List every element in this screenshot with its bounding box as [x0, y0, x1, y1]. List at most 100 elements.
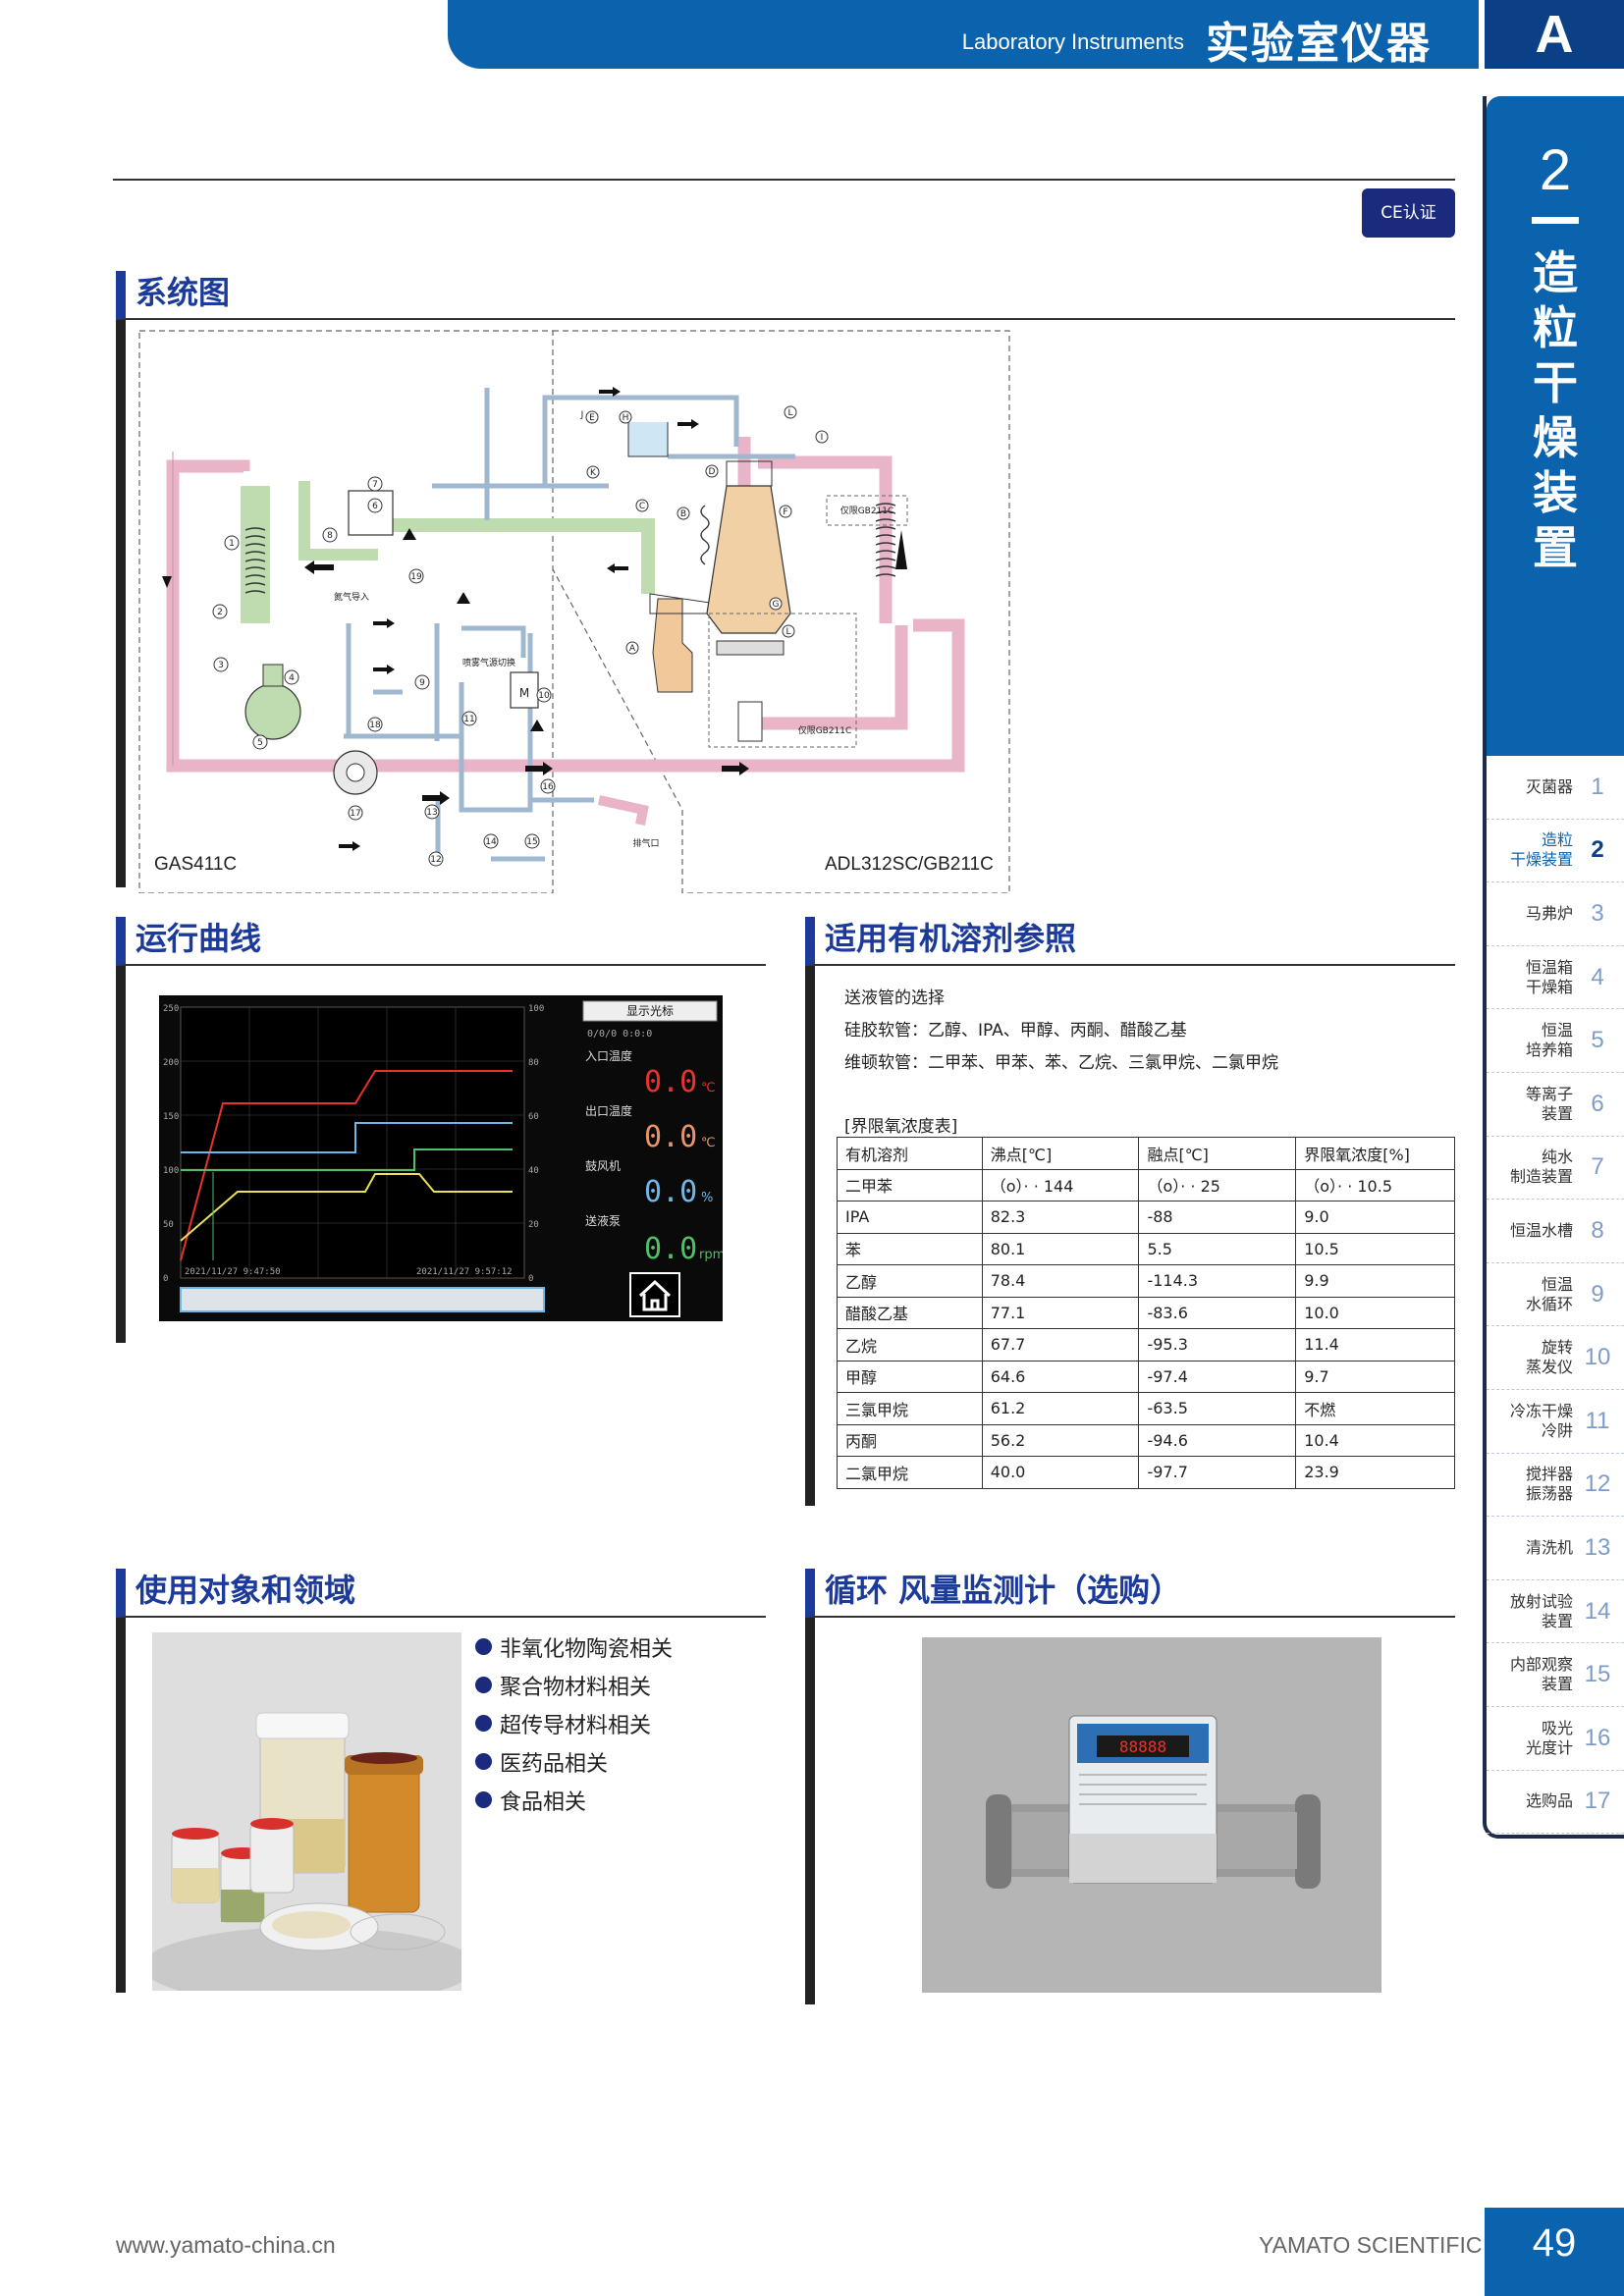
chapter-dash [1532, 217, 1579, 224]
gb-only-label: 仅限GB211C [798, 724, 852, 736]
table-cell: 醋酸乙基 [837, 1296, 983, 1329]
sidebar-item-3[interactable]: 马弗炉 3 [1487, 882, 1624, 946]
table-cell: 10.4 [1295, 1423, 1455, 1457]
node-label: 12 [430, 855, 441, 865]
node-label: 9 [419, 678, 425, 688]
header-category-en: Laboratory Instruments [961, 29, 1184, 54]
sidebar-item-label: 内部观察 装置 [1509, 1655, 1573, 1694]
node-label: 4 [289, 673, 295, 683]
table-header-cell: 有机溶剂 [837, 1137, 983, 1170]
table-header-cell: 沸点[℃] [981, 1137, 1140, 1170]
node-label: L [787, 408, 792, 418]
yellow-trend-line [180, 1173, 513, 1242]
bullet-icon [475, 1753, 492, 1770]
chapter-number: 2 [1539, 138, 1572, 202]
nitrogen-inlet-label: 氮气导入 [334, 591, 369, 603]
flow-monitor-title: 循环 风量监测计（选购） [825, 1572, 1182, 1609]
sidebar-item-number: 11 [1585, 1407, 1610, 1434]
sidebar-item-12[interactable]: 搅拌器 振荡器 12 [1487, 1454, 1624, 1518]
y-left-tick: 100 [163, 1166, 179, 1176]
table-header-cell: 界限氧浓度[%] [1295, 1137, 1455, 1170]
bullet-icon [475, 1791, 492, 1808]
sidebar-item-number: 3 [1591, 899, 1604, 927]
exhaust-label: 排气口 [632, 837, 659, 849]
table-cell: （o）· · 25 [1138, 1168, 1297, 1201]
progress-bar [180, 1287, 545, 1312]
node-label: 10 [538, 691, 550, 701]
sidebar-item-label: 纯水 制造装置 [1509, 1148, 1573, 1187]
section-side-bar [805, 1618, 815, 2004]
y-left-tick: 0 [163, 1274, 168, 1284]
system-diagram-heading: 系统图 [116, 271, 1455, 320]
system-diagram: 1 2 3 4 5 6 7 8 9 10 11 12 13 14 15 16 1… [138, 330, 1010, 893]
sidebar-item-label: 马弗炉 [1525, 903, 1573, 923]
list-item: 超传导材料相关 [475, 1704, 673, 1742]
show-cursor-button[interactable] [582, 1000, 718, 1022]
table-cell: -63.5 [1138, 1392, 1297, 1425]
header-bar: Laboratory Instruments 实验室仪器 [448, 0, 1479, 69]
table-cell: 乙烷 [837, 1328, 983, 1362]
sidebar-item-15[interactable]: 内部观察 装置 15 [1487, 1643, 1624, 1707]
sidebar-item-number: 17 [1584, 1788, 1611, 1815]
table-row: 二甲苯（o）· · 144（o）· · 25（o）· · 10.5 [837, 1168, 1455, 1201]
table-cell: -97.7 [1138, 1456, 1297, 1489]
y-right-tick: 80 [528, 1058, 539, 1068]
viton-tube-info: 维顿软管：二甲苯、甲苯、苯、乙烷、三氯甲烷、二氯甲烷 [844, 1053, 1278, 1073]
section-letter-tab[interactable]: A [1485, 0, 1624, 69]
sidebar-item-label: 旋转 蒸发仪 [1525, 1338, 1573, 1377]
table-cell: 77.1 [981, 1296, 1140, 1329]
node-label: K [590, 468, 597, 478]
sidebar-item-number: 12 [1584, 1470, 1611, 1498]
sidebar-item-number: 2 [1591, 836, 1604, 864]
pump-value: 0.0 [644, 1232, 697, 1266]
bullet-icon [475, 1638, 492, 1655]
list-item-label: 超传导材料相关 [500, 1713, 652, 1738]
sidebar-item-number: 7 [1591, 1153, 1604, 1181]
sidebar-item-number: 15 [1584, 1661, 1611, 1688]
sidebar-item-label: 灭菌器 [1525, 776, 1573, 796]
list-item-label: 聚合物材料相关 [500, 1675, 652, 1700]
table-cell: -94.6 [1138, 1423, 1297, 1457]
table-cell: 9.9 [1295, 1264, 1455, 1298]
node-label: 5 [257, 738, 263, 748]
list-item-label: 食品相关 [500, 1789, 587, 1815]
outlet-temp-label: 出口温度 [585, 1103, 632, 1118]
table-cell: 10.5 [1295, 1232, 1455, 1265]
pump-trend-line [181, 1148, 513, 1171]
right-model-label: ADL312SC/GB211C [825, 854, 994, 875]
cursor-time: 0/0/0 0:0:0 [587, 1029, 652, 1040]
current-chapter-block: 2 造粒干燥装置 [1487, 96, 1624, 756]
table-cell: 23.9 [1295, 1456, 1455, 1489]
table-header-cell: 融点[℃] [1138, 1137, 1297, 1170]
section-side-bar [116, 320, 126, 887]
sidebar-item-7[interactable]: 纯水 制造装置 7 [1487, 1137, 1624, 1201]
flow-monitor-heading: 循环 风量监测计（选购） [805, 1569, 1455, 1618]
table-header-row: 有机溶剂沸点[℃]融点[℃]界限氧浓度[%] [837, 1137, 1455, 1170]
inlet-temp-label: 入口温度 [585, 1048, 632, 1063]
sidebar-item-number: 8 [1591, 1216, 1604, 1244]
table-cell: IPA [837, 1201, 983, 1234]
sidebar-item-1[interactable]: 灭菌器 1 [1487, 756, 1624, 820]
sidebar-item-label: 恒温 水循环 [1525, 1274, 1573, 1313]
running-curve-heading: 运行曲线 [116, 917, 766, 966]
footer-url[interactable]: www.yamato-china.cn [116, 2232, 336, 2258]
sidebar-item-number: 1 [1591, 773, 1604, 800]
y-right-tick: 40 [528, 1166, 539, 1176]
sidebar-item-label: 搅拌器 振荡器 [1525, 1465, 1573, 1504]
footer-brand: YAMATO SCIENTIFIC [1259, 2232, 1483, 2258]
